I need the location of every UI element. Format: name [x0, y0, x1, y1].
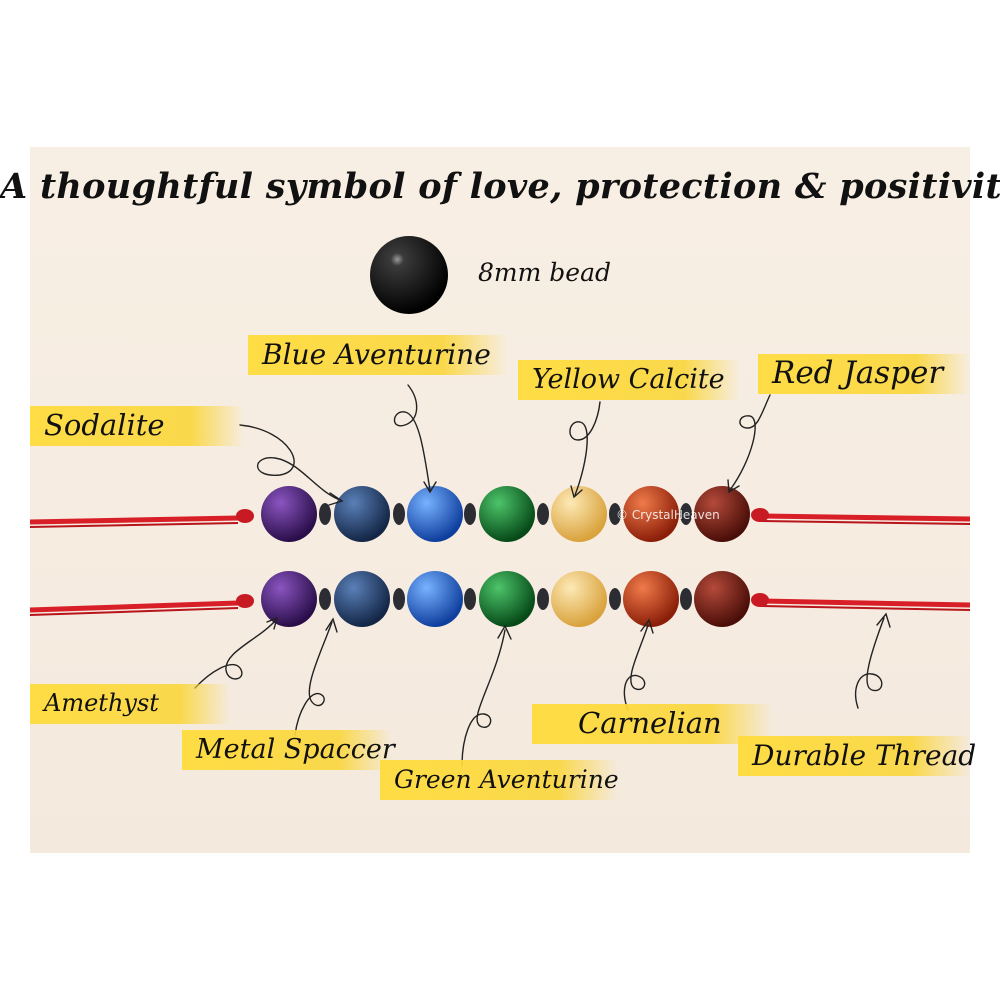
onyx-reference-bead	[370, 236, 448, 314]
label-durable-thread: Durable Thread	[738, 736, 976, 776]
label-red-jasper-text: Red Jasper	[772, 355, 944, 391]
bracelet-bottom	[29, 571, 971, 627]
label-green-aventurine: Green Aventurine	[380, 760, 619, 800]
bead-size-caption: 8mm bead	[478, 258, 611, 287]
label-sodalite: Sodalite	[30, 406, 245, 446]
watermark: © CrystalHeaven	[616, 508, 720, 522]
label-green-aventurine-text: Green Aventurine	[394, 764, 619, 794]
label-amethyst-text: Amethyst	[44, 689, 159, 717]
label-amethyst: Amethyst	[30, 684, 230, 724]
headline: A thoughtful symbol of love, protection …	[0, 166, 1000, 207]
label-sodalite-text: Sodalite	[44, 408, 165, 442]
label-carnelian-text: Carnelian	[578, 706, 722, 740]
callout-arrows	[194, 384, 891, 767]
label-blue-aventurine: Blue Aventurine	[248, 335, 508, 375]
label-carnelian: Carnelian	[532, 704, 772, 744]
label-yellow-calcite: Yellow Calcite	[518, 360, 740, 400]
bracelet-top	[29, 486, 971, 542]
label-yellow-calcite-text: Yellow Calcite	[532, 363, 725, 395]
label-metal-spacer-text: Metal Spaccer	[196, 733, 395, 765]
label-durable-thread-text: Durable Thread	[752, 738, 977, 772]
label-metal-spacer: Metal Spaccer	[182, 730, 395, 770]
label-blue-aventurine-text: Blue Aventurine	[262, 337, 491, 371]
label-red-jasper: Red Jasper	[758, 354, 970, 394]
